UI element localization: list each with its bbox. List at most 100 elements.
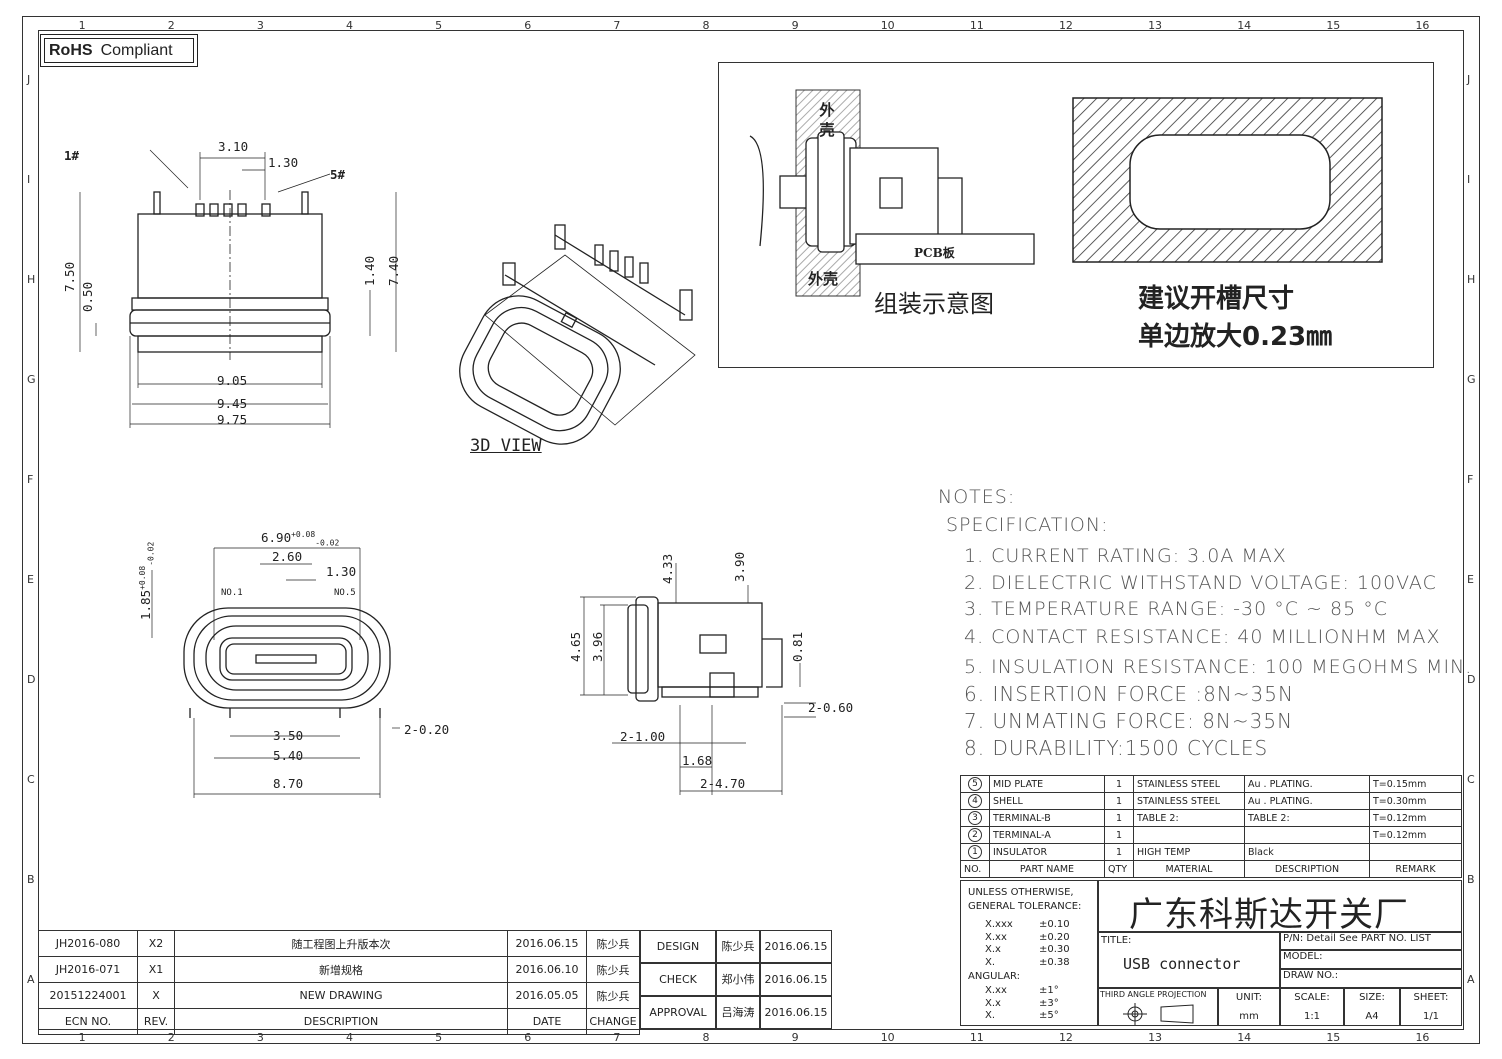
projection-cell: THIRD ANGLE PROJECTION — [1098, 988, 1218, 1026]
column-label: 10 — [880, 19, 895, 32]
column-label: 12 — [1058, 1031, 1073, 1044]
column-label: 6 — [524, 19, 532, 32]
approval-name: 郑小伟 — [716, 963, 760, 996]
angular-value: ±3° — [1039, 997, 1059, 1009]
scale-cell: SCALE: 1:1 — [1280, 988, 1344, 1026]
column-label: 5 — [435, 19, 443, 32]
approval-role: DESIGN — [640, 930, 716, 963]
column-label: 8 — [702, 1031, 710, 1044]
row-label: I — [27, 173, 31, 186]
sheet-cell: SHEET: 1/1 — [1400, 988, 1462, 1026]
row-label: A — [27, 973, 35, 986]
note-item: 3. TEMPERATURE RANGE: -30 °C ~ 85 °C — [964, 598, 1388, 620]
row-label: D — [1467, 673, 1476, 686]
revision-header-row: ECN NO. REV. DESCRIPTION DATE CHANGE — [38, 1008, 640, 1035]
pcb-label: PCB板 — [914, 246, 955, 260]
connector-3d-drawing — [459, 224, 696, 445]
note-item: 7. UNMATING FORCE: 8N~35N — [964, 709, 1294, 733]
dim-7-50: 7.50 — [62, 261, 77, 292]
dim-1-30: 1.30 — [268, 155, 299, 170]
shell-label-bottom: 外壳 — [808, 270, 839, 288]
row-label: F — [1467, 473, 1474, 486]
row-label: J — [1467, 73, 1471, 86]
pn-cell: P/N: Detail See PART NO. LIST — [1280, 932, 1462, 950]
dim-2-4-70: 2-4.70 — [700, 776, 746, 791]
pin-first-label: 1# — [64, 148, 80, 163]
slot-cutout-diagram — [1072, 97, 1383, 263]
angular-value: ±1° — [1039, 985, 1059, 996]
pin-no5-label: NO.5 — [334, 588, 356, 598]
company-name: 广东科斯达开关厂 — [1129, 895, 1409, 935]
dim-0-81: 0.81 — [790, 631, 805, 662]
column-label: 3 — [256, 1031, 264, 1044]
note-item: 4. CONTACT RESISTANCE: 40 MILLIONHM MAX — [964, 626, 1441, 648]
approval-date: 2016.06.15 — [760, 963, 832, 996]
row-label: H — [27, 273, 36, 286]
top-view-drawing — [79, 149, 397, 428]
column-label: 8 — [702, 19, 710, 32]
note-item: 6. INSERTION FORCE :8N~35N — [964, 682, 1294, 706]
assembly-diagram — [749, 89, 1035, 297]
drawing-title: USB connector — [1123, 955, 1241, 973]
approval-role: APPROVAL — [640, 996, 716, 1029]
dim-4-33: 4.33 — [660, 553, 675, 584]
notes-title: NOTES: — [938, 486, 1016, 508]
row-label: G — [1467, 373, 1476, 386]
angular-key: X.xx — [985, 985, 1007, 996]
drawing-inner-frame — [38, 30, 1464, 1030]
approval-date: 2016.06.15 — [760, 930, 832, 963]
column-label: 13 — [1148, 19, 1163, 32]
row-label: H — [1467, 273, 1476, 286]
row-label: G — [27, 373, 36, 386]
dim-4-65: 4.65 — [568, 631, 583, 662]
column-label: 2 — [167, 19, 175, 32]
row-label: I — [1467, 173, 1471, 186]
dim-1-68: 1.68 — [682, 753, 713, 768]
tolerance-value: ±0.20 — [1039, 931, 1070, 943]
row-label: F — [27, 473, 34, 486]
slot-note-2: 单边放大0.23㎜ — [1138, 322, 1333, 352]
column-label: 10 — [880, 1031, 895, 1044]
dim-9-05: 9.05 — [217, 373, 248, 388]
tolerance-key: X.xxx — [985, 919, 1013, 930]
angular-key: X. — [985, 1010, 996, 1021]
assembly-caption: 组装示意图 — [874, 290, 994, 318]
column-label: 16 — [1415, 1031, 1430, 1044]
column-label: 7 — [613, 1031, 621, 1044]
angular-key: X.x — [985, 997, 1001, 1009]
dim-2-60: 2.60 — [272, 549, 303, 564]
drawing-outer-frame — [22, 16, 1480, 1044]
approval-name: 陈少兵 — [716, 930, 760, 963]
row-label: A — [1467, 973, 1475, 986]
unit-cell: UNIT: mm — [1218, 988, 1280, 1026]
tolerance-value: ±0.38 — [1039, 956, 1070, 968]
dim-3-90: 3.90 — [732, 551, 747, 582]
column-label: 11 — [969, 19, 984, 32]
dim-1-40: 1.40 — [362, 255, 377, 286]
notes-subtitle: SPECIFICATION: — [946, 514, 1109, 536]
dim-3-96: 3.96 — [590, 631, 605, 662]
dim-9-45: 9.45 — [217, 396, 248, 411]
column-label: 12 — [1058, 19, 1073, 32]
column-label: 7 — [613, 19, 621, 32]
row-label: E — [27, 573, 34, 586]
column-label: 14 — [1237, 1031, 1252, 1044]
approval-role: CHECK — [640, 963, 716, 996]
dim-7-40: 7.40 — [386, 255, 401, 286]
pin-last-label: 5# — [330, 167, 346, 182]
dim-3-50: 3.50 — [273, 728, 304, 743]
dim-3-10: 3.10 — [218, 139, 249, 154]
angular-value: ±5° — [1039, 1010, 1059, 1021]
dim-9-75: 9.75 — [217, 412, 248, 427]
dim-1-30-front: 1.30 — [326, 564, 357, 579]
column-label: 15 — [1326, 19, 1341, 32]
rohs-text: Compliant — [100, 42, 173, 59]
approval-name: 吕海涛 — [716, 996, 760, 1029]
column-label: 5 — [435, 1031, 443, 1044]
column-label: 3 — [256, 19, 264, 32]
